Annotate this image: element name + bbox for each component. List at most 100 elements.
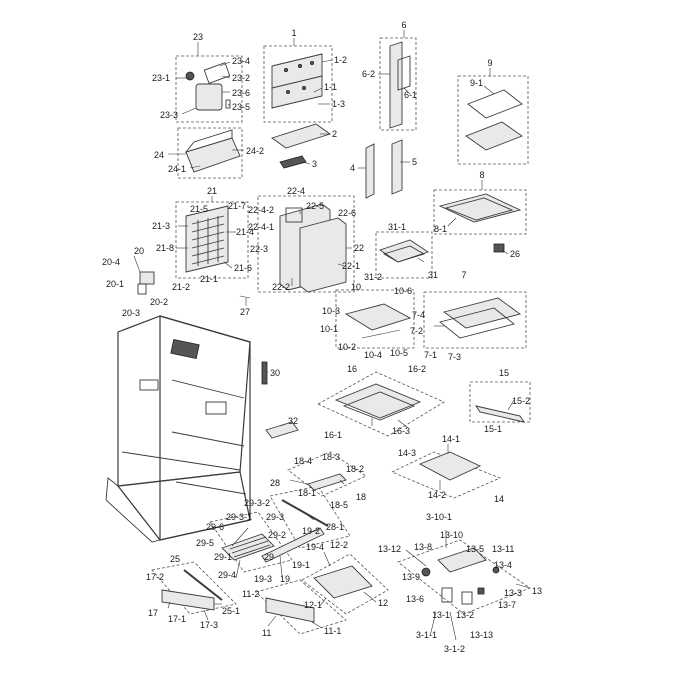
callout-13-9: 13-9 xyxy=(402,572,420,582)
callout-13-1: 13-1 xyxy=(432,610,450,620)
wire-shelf xyxy=(438,193,522,223)
callout-23-4: 23-4 xyxy=(232,56,250,66)
door-panel-inner xyxy=(299,217,347,293)
grid-tray xyxy=(221,533,275,561)
callout-29-3-2: 29-3-2 xyxy=(244,498,270,508)
callout-26: 26 xyxy=(510,249,520,259)
callout-19-1: 19-1 xyxy=(292,560,310,570)
callout-13-13: 13-13 xyxy=(470,630,493,640)
front-panel-17 xyxy=(161,589,215,611)
crisper-drawer xyxy=(418,451,482,481)
evaporator-assembly xyxy=(185,205,229,273)
callout-19-4: 19-4 xyxy=(306,542,324,552)
callout-29: 29 xyxy=(264,552,274,562)
callout-15-2: 15-2 xyxy=(512,396,530,406)
slide-rail-19 xyxy=(261,527,325,563)
callout-14-2: 14-2 xyxy=(428,490,446,500)
callout-18: 18 xyxy=(356,492,366,502)
damper-part xyxy=(139,271,155,285)
left-rail xyxy=(365,143,375,199)
callout-29-3-1: 29-3-1 xyxy=(226,512,252,522)
callout-6-1: 6-1 xyxy=(404,90,417,100)
callout-10-5: 10-5 xyxy=(390,348,408,358)
bin-12 xyxy=(313,565,373,599)
callout-9: 9 xyxy=(487,58,492,68)
drip-tray xyxy=(271,123,331,149)
callout-21-2: 21-2 xyxy=(172,282,190,292)
callout-16-2: 16-2 xyxy=(408,364,426,374)
shelf-glass xyxy=(465,121,523,151)
callout-9-1: 9-1 xyxy=(470,78,483,88)
callout-11-1: 11-1 xyxy=(324,626,341,636)
callout-8-1: 8-1 xyxy=(434,224,447,234)
callout-22: 22 xyxy=(354,243,364,253)
callout-13-4: 13-4 xyxy=(494,560,512,570)
callout-21-8: 21-8 xyxy=(156,243,174,253)
callout-3: 3 xyxy=(312,159,317,169)
callout-29-1: 29-1 xyxy=(214,552,232,562)
callout-11: 11 xyxy=(262,628,271,638)
callout-31-2: 31-2 xyxy=(364,272,382,282)
callout-11-2: 11-2 xyxy=(242,589,259,599)
callout-8: 8 xyxy=(479,170,484,180)
callout-6: 6 xyxy=(401,20,406,30)
drawer-cover xyxy=(344,303,412,331)
callout-20-2: 20-2 xyxy=(150,297,168,307)
callout-22-4-2: 22-4-2 xyxy=(248,205,274,215)
callout-23: 23 xyxy=(193,32,203,42)
callout-10-2: 10-2 xyxy=(338,342,356,352)
callout-22-1: 22-1 xyxy=(342,261,360,271)
callout-4: 4 xyxy=(350,163,355,173)
callout-18-5: 18-5 xyxy=(330,500,348,510)
callout-12-1: 12-1 xyxy=(304,600,322,610)
callout-7: 7 xyxy=(461,270,466,280)
callout-21-4: 21-4 xyxy=(236,227,254,237)
callout-13-11: 13-11 xyxy=(492,544,514,554)
callout-10-4: 10-4 xyxy=(364,350,382,360)
callout-16: 16 xyxy=(347,364,357,374)
strip-part xyxy=(261,361,268,385)
side-rail xyxy=(389,41,403,129)
callout-29-6: 29-6 xyxy=(206,522,224,532)
callout-1-1: 1-1 xyxy=(324,82,337,92)
callout-18-4: 18-4 xyxy=(294,456,312,466)
callout-14: 14 xyxy=(494,494,504,504)
callout-10-3: 10-3 xyxy=(322,306,340,316)
callout-13-5: 13-5 xyxy=(466,544,484,554)
callout-18-2: 18-2 xyxy=(346,464,364,474)
callout-23-6: 23-6 xyxy=(232,88,250,98)
callout-15-1: 15-1 xyxy=(484,424,502,434)
bracket-18 xyxy=(307,473,347,491)
callout-21-1: 21-1 xyxy=(200,274,218,284)
part-drawings xyxy=(105,41,525,623)
callout-21: 21 xyxy=(207,186,217,196)
callout-labels: 23 23-4 23-1 23-2 23-6 23-5 23-3 24 24-2… xyxy=(102,20,542,654)
callout-1-2: 1-2 xyxy=(334,55,347,65)
callout-22-4-1: 22-4-1 xyxy=(248,222,274,232)
callout-16-1: 16-1 xyxy=(324,430,342,440)
callout-29-2: 29-2 xyxy=(268,530,286,540)
cover-11 xyxy=(265,597,315,623)
callout-31-1: 31-1 xyxy=(388,222,406,232)
small-clip xyxy=(493,243,505,253)
callout-22-4: 22-4 xyxy=(287,186,305,196)
callout-21-3: 21-3 xyxy=(152,221,170,231)
callout-12: 12 xyxy=(378,598,388,608)
callout-15: 15 xyxy=(499,368,509,378)
callout-24: 24 xyxy=(154,150,164,160)
callout-13-12: 13-12 xyxy=(378,544,401,554)
callout-21-7: 21-7 xyxy=(228,201,246,211)
callout-16-3: 16-3 xyxy=(392,426,410,436)
callout-23-5: 23-5 xyxy=(232,102,250,112)
callout-21-6: 21-6 xyxy=(234,263,252,273)
callout-18-1: 18-1 xyxy=(298,488,316,498)
callout-22-6: 22-6 xyxy=(338,208,356,218)
callout-13-10: 13-10 xyxy=(440,530,463,540)
callout-32: 32 xyxy=(288,416,298,426)
callout-12-2: 12-2 xyxy=(330,540,348,550)
callout-25: 25 xyxy=(170,554,180,564)
callout-25-1: 25-1 xyxy=(222,606,240,616)
callout-23-3: 23-3 xyxy=(160,110,178,120)
glass-shelf xyxy=(442,297,522,329)
